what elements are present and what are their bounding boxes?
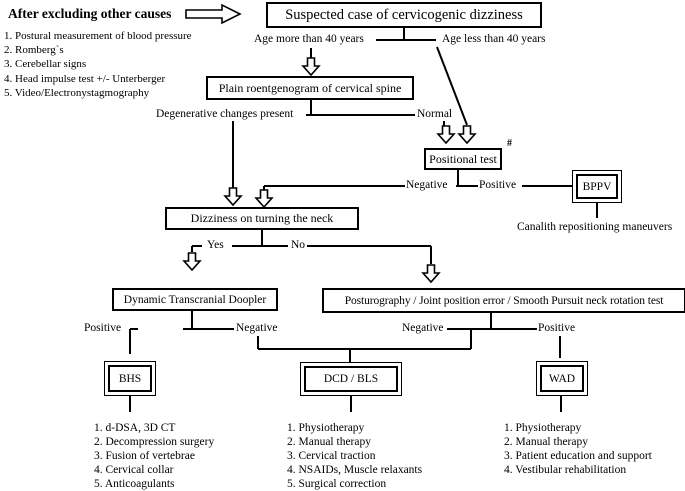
intro-heading: After excluding other causes	[8, 6, 172, 21]
node-positional-test: Positional test	[424, 148, 502, 170]
list-item: 4. Head impulse test +/- Unterberger	[4, 72, 166, 85]
list-item: 3. Cerebellar signs	[4, 58, 87, 71]
edge-label-age-over: Age more than 40 years	[254, 33, 364, 45]
edge-label-posturo-negative: Negative	[402, 322, 444, 334]
node-dcd-bls: DCD / BLS	[300, 362, 402, 396]
list-item: 4. Cervical collar	[94, 464, 174, 476]
edge-label-age-under: Age less than 40 years	[442, 33, 546, 45]
node-bppv-label: BPPV	[576, 174, 618, 199]
list-item: 5. Anticoagulants	[94, 478, 175, 490]
positional-test-footnote-mark: #	[507, 138, 512, 149]
node-bhs: BHS	[104, 361, 156, 396]
edge-label-yes: Yes	[207, 239, 224, 251]
list-item: 2. Romberg`s	[4, 44, 64, 57]
list-item: 5. Video/Electronystagmography	[4, 86, 150, 99]
list-item: 3. Patient education and support	[504, 450, 652, 462]
list-item: 3. Fusion of vertebrae	[94, 450, 195, 462]
list-item: 3. Cervical traction	[287, 450, 376, 462]
list-item: 4. NSAIDs, Muscle relaxants	[287, 464, 423, 476]
list-item: 1. Postural measurement of blood pressur…	[4, 30, 192, 42]
node-dizziness-turning-neck: Dizziness on turning the neck	[165, 207, 359, 230]
edge-label-posturo-positive: Positive	[538, 322, 576, 334]
treatment-list-bhs: 1. d-DSA, 3D CT 2. Decompression surgery…	[94, 421, 214, 491]
intro-arrow	[185, 3, 242, 25]
list-item: 2. Decompression surgery	[94, 436, 215, 448]
node-dynamic-transcranial-doppler: Dynamic Transcranial Doopler	[112, 288, 278, 311]
edge-label-normal: Normal	[417, 108, 453, 121]
node-wad-label: WAD	[540, 365, 584, 392]
node-posturography: Posturography / Joint position error / S…	[322, 288, 685, 313]
list-item: 4. Vestibular rehabilitation	[504, 464, 627, 476]
list-item: 1. Physiotherapy	[504, 422, 582, 434]
edge-label-degenerative: Degenerative changes present	[154, 108, 296, 121]
node-bppv: BPPV	[572, 170, 622, 203]
edge-label-negative: Negative	[406, 179, 448, 191]
list-item: 1. Physiotherapy	[287, 422, 365, 434]
node-suspected-case: Suspected case of cervicogenic dizziness	[266, 2, 542, 28]
node-wad: WAD	[536, 361, 588, 396]
treatment-bppv: Canalith repositioning maneuvers	[517, 221, 673, 233]
edge-label-no: No	[291, 239, 306, 251]
node-bhs-label: BHS	[108, 365, 152, 392]
list-item: 2. Manual therapy	[287, 436, 371, 448]
edge-label-doppler-negative: Negative	[236, 322, 278, 334]
list-item: 2. Manual therapy	[504, 436, 588, 448]
list-item: 1. d-DSA, 3D CT	[94, 422, 176, 434]
edge-label-positive: Positive	[479, 179, 517, 191]
treatment-list-wad: 1. Physiotherapy 2. Manual therapy 3. Pa…	[504, 421, 652, 477]
treatment-list-dcd-bls: 1. Physiotherapy 2. Manual therapy 3. Ce…	[287, 421, 422, 491]
node-dcd-bls-label: DCD / BLS	[304, 366, 398, 392]
intro-list: 1. Postural measurement of blood pressur…	[4, 29, 192, 100]
list-item: 5. Surgical correction	[287, 478, 387, 490]
node-plain-roentgenogram: Plain roentgenogram of cervical spine	[206, 76, 414, 100]
edge-label-doppler-positive: Positive	[84, 322, 122, 334]
